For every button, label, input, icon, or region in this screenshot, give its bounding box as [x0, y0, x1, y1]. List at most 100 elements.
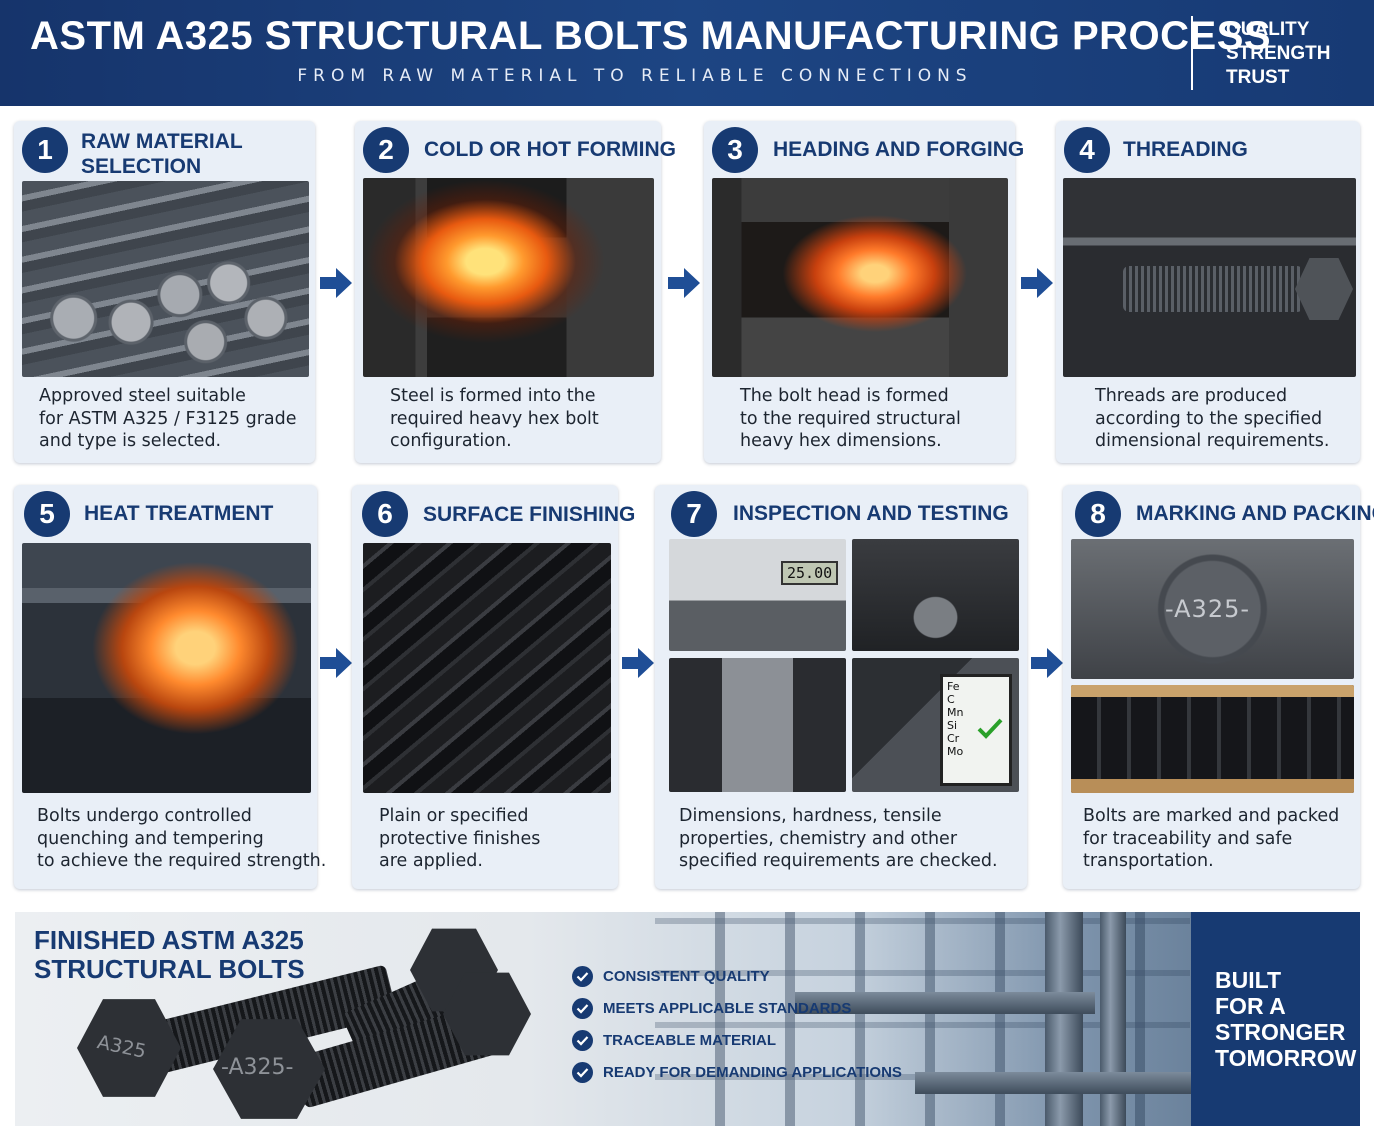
element-fe: Fe [947, 680, 960, 693]
value-strength: STRENGTH [1226, 43, 1331, 64]
steel-beam [915, 1072, 1195, 1094]
step-badge-7: 7 [671, 491, 717, 537]
marked-bolt-head-photo: -A325- [1071, 539, 1354, 679]
step-badge-2: 2 [363, 127, 409, 173]
step-desc-4-line-3: dimensional requirements. [1095, 431, 1330, 451]
packed-crate-photo [1071, 685, 1354, 793]
banner-title-line-1: FINISHED ASTM A325 [34, 925, 304, 955]
step-desc-8-line-1: Bolts are marked and packed [1083, 806, 1340, 826]
step-card-2: 2 COLD OR HOT FORMING Steel is formed in… [355, 121, 676, 463]
finished-bolts-banner: FINISHED ASTM A325 STRUCTURAL BOLTS A325… [15, 912, 1360, 1126]
step-desc-6-line-3: are applied. [379, 851, 483, 871]
step-card-3: 3 HEADING AND FORGING The bolt head is f… [704, 121, 1024, 463]
step-desc-2-line-2: required heavy hex bolt [390, 408, 599, 429]
head-marking: -A325- [1165, 595, 1251, 623]
step-desc-5: Bolts undergo controlled quenching and t… [37, 805, 326, 873]
bolt-marking: -A325- [221, 1055, 294, 1080]
step-desc-3-line-3: heavy hex dimensions. [740, 431, 942, 451]
step-badge-6: 6 [362, 491, 408, 537]
arrow-right-icon [1031, 648, 1063, 678]
step-desc-2-line-3: configuration. [390, 431, 512, 451]
tagline-line-2: FOR A [1215, 993, 1286, 1019]
chemistry-analyzer-photo: Fe C Mn Si Cr Mo [852, 658, 1019, 792]
caliper-display: 25.00 [781, 561, 839, 585]
step-desc-3-line-2: to the required structural [740, 408, 961, 429]
step-desc-7-line-1: Dimensions, hardness, tensile [679, 806, 942, 826]
element-c: C [947, 693, 955, 706]
value-trust: TRUST [1226, 67, 1290, 88]
feature-text: TRACEABLE MATERIAL [603, 1031, 777, 1049]
hardness-tester-photo [852, 539, 1019, 651]
furnace-photo [22, 543, 311, 793]
step-desc-8: Bolts are marked and packed for traceabi… [1083, 805, 1339, 873]
step-card-4: 4 THREADING Threads are produced accordi… [1056, 121, 1360, 463]
step-desc-6-line-2: protective finishes [379, 828, 541, 849]
step-desc-5-line-2: quenching and tempering [37, 828, 264, 849]
step-card-1: 1 RAW MATERIAL SELECTION Approved steel … [14, 121, 315, 463]
hot-forming-photo [363, 178, 654, 377]
step-card-5: 5 HEAT TREATMENT Bolts undergo controlle… [14, 485, 326, 889]
tensile-tester-photo [669, 658, 846, 792]
step-title-4: THREADING [1123, 138, 1248, 161]
step-desc-1-line-3: and type is selected. [39, 431, 222, 451]
check-circle-icon [572, 1029, 593, 1051]
step-title-6: SURFACE FINISHING [423, 503, 636, 526]
step-desc-3: The bolt head is formed to the required … [740, 385, 961, 453]
analyzer-screen: Fe C Mn Si Cr Mo [940, 674, 1012, 786]
step-desc-2-line-1: Steel is formed into the [390, 386, 596, 406]
feature-text: READY FOR DEMANDING APPLICATIONS [603, 1063, 902, 1081]
bolt-head-icon [1295, 257, 1353, 321]
banner-title: FINISHED ASTM A325 STRUCTURAL BOLTS [34, 926, 305, 984]
step-title-1: RAW MATERIAL SELECTION [81, 129, 243, 179]
tagline-line-3: STRONGER [1215, 1019, 1346, 1045]
element-cr: Cr [947, 732, 960, 745]
check-circle-icon [572, 1061, 593, 1083]
step-desc-4-line-2: according to the specified [1095, 408, 1323, 429]
forging-press-photo [712, 178, 1008, 377]
header-values: QUALITY STRENGTH TRUST [1226, 18, 1331, 90]
step-desc-3-line-1: The bolt head is formed [740, 386, 949, 406]
page-title: ASTM A325 STRUCTURAL BOLTS MANUFACTURING… [30, 14, 1272, 58]
feature-text: CONSISTENT QUALITY [603, 967, 770, 985]
step-card-7: 7 INSPECTION AND TESTING 25.00 Fe C Mn S… [655, 485, 1027, 889]
arrow-right-icon [320, 268, 352, 298]
feature-list: CONSISTENT QUALITY MEETS APPLICABLE STAN… [572, 960, 902, 1088]
step-badge-8: 8 [1075, 491, 1121, 537]
step-desc-5-line-3: to achieve the required strength. [37, 851, 327, 871]
step-desc-7-line-3: specified requirements are checked. [679, 851, 998, 871]
step-desc-8-line-2: for traceability and safe [1083, 828, 1293, 849]
step-desc-1: Approved steel suitable for ASTM A325 / … [39, 385, 297, 453]
element-si: Si [947, 719, 958, 732]
step-title-1-line-1: RAW MATERIAL [81, 130, 243, 153]
element-mn: Mn [947, 706, 964, 719]
step-desc-2: Steel is formed into the required heavy … [390, 385, 599, 453]
value-quality: QUALITY [1226, 19, 1310, 40]
step-badge-1: 1 [22, 127, 68, 173]
steel-bars-photo [22, 181, 309, 377]
tagline-line-1: BUILT [1215, 967, 1282, 993]
steel-beam [795, 992, 1095, 1014]
step-desc-1-line-1: Approved steel suitable [39, 386, 246, 406]
feature-item: MEETS APPLICABLE STANDARDS [572, 992, 902, 1024]
step-title-1-line-2: SELECTION [81, 155, 202, 178]
step-desc-7: Dimensions, hardness, tensile properties… [679, 805, 998, 873]
step-desc-5-line-1: Bolts undergo controlled [37, 806, 252, 826]
crate-top [1071, 685, 1354, 697]
header-divider [1191, 16, 1193, 90]
arrow-right-icon [320, 648, 352, 678]
arrow-right-icon [622, 648, 654, 678]
step-badge-5: 5 [24, 491, 70, 537]
step-title-5: HEAT TREATMENT [84, 502, 274, 525]
feature-item: READY FOR DEMANDING APPLICATIONS [572, 1056, 902, 1088]
step-title-7: INSPECTION AND TESTING [733, 502, 1009, 525]
step-badge-4: 4 [1064, 127, 1110, 173]
crate-bottom [1071, 779, 1354, 793]
tagline-line-4: TOMORROW [1215, 1045, 1357, 1071]
step-title-8: MARKING AND PACKING [1136, 502, 1374, 525]
arrow-right-icon [1021, 268, 1053, 298]
step-card-8: 8 MARKING AND PACKING -A325- Bolts are m… [1063, 485, 1374, 889]
threaded-shank [1123, 266, 1303, 312]
element-mo: Mo [947, 745, 964, 758]
tagline: BUILT FOR A STRONGER TOMORROW [1215, 967, 1356, 1071]
step-title-3: HEADING AND FORGING [773, 138, 1025, 161]
